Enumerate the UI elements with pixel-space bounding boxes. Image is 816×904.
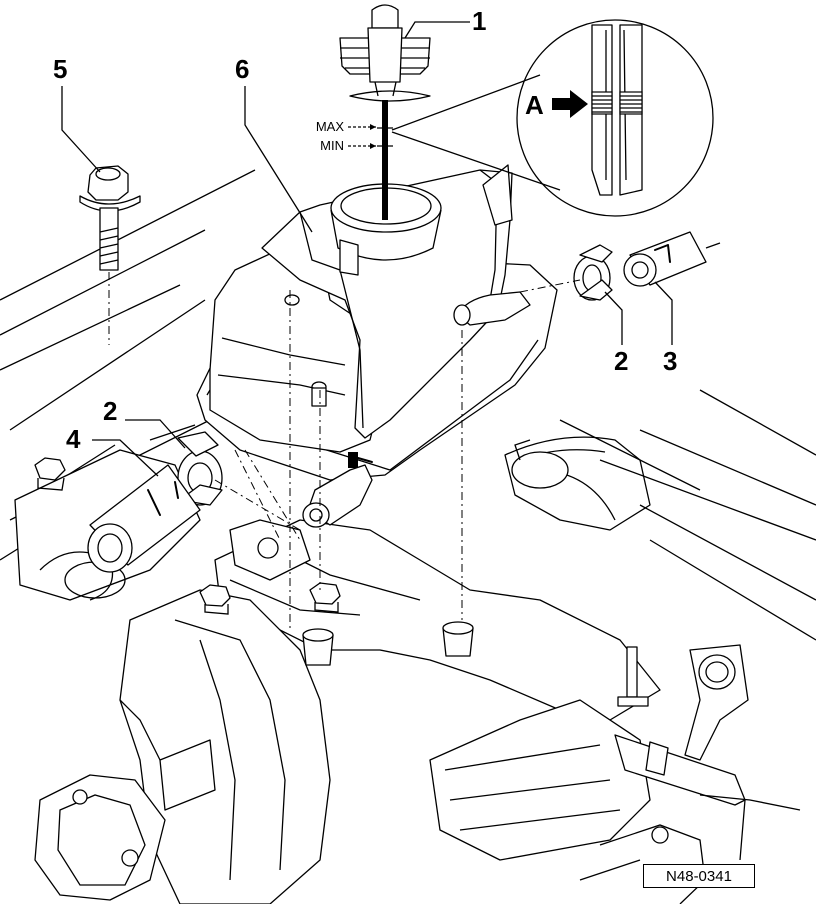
brake-fluid-reservoir	[196, 164, 558, 528]
hose-right[interactable]	[623, 231, 721, 287]
callout-1: 1	[472, 6, 486, 36]
detail-view-a: A	[391, 19, 714, 217]
engine-bay-background	[0, 169, 816, 904]
max-label: MAX	[316, 119, 345, 134]
dipstick-level-labels: MAX MIN	[316, 119, 376, 153]
bolt-left	[34, 457, 66, 491]
detail-label-a: A	[525, 90, 544, 120]
callout-3: 3	[663, 346, 677, 376]
mounting-bolt[interactable]	[79, 165, 141, 345]
callout-6: 6	[235, 54, 249, 84]
hose-left[interactable]	[87, 464, 201, 573]
figure-reference: N48-0341	[643, 864, 755, 888]
callout-leaders	[61, 21, 673, 477]
fill-level-zone	[591, 91, 643, 115]
hose-clamp-right[interactable]	[573, 244, 613, 301]
callout-2-right: 2	[614, 346, 628, 376]
grommets	[302, 621, 474, 666]
bracket-ring-right	[684, 644, 749, 761]
bracket-bolts-center	[199, 582, 341, 615]
callout-5: 5	[53, 54, 67, 84]
reservoir-cap-with-dipstick[interactable]	[339, 4, 431, 220]
assembly-lines	[214, 279, 581, 630]
callout-4: 4	[66, 424, 81, 454]
stud-right	[617, 646, 649, 707]
connector-left-lower	[34, 699, 216, 901]
detail-arrow-icon	[552, 90, 588, 118]
callout-2-left: 2	[103, 396, 117, 426]
min-label: MIN	[320, 138, 344, 153]
